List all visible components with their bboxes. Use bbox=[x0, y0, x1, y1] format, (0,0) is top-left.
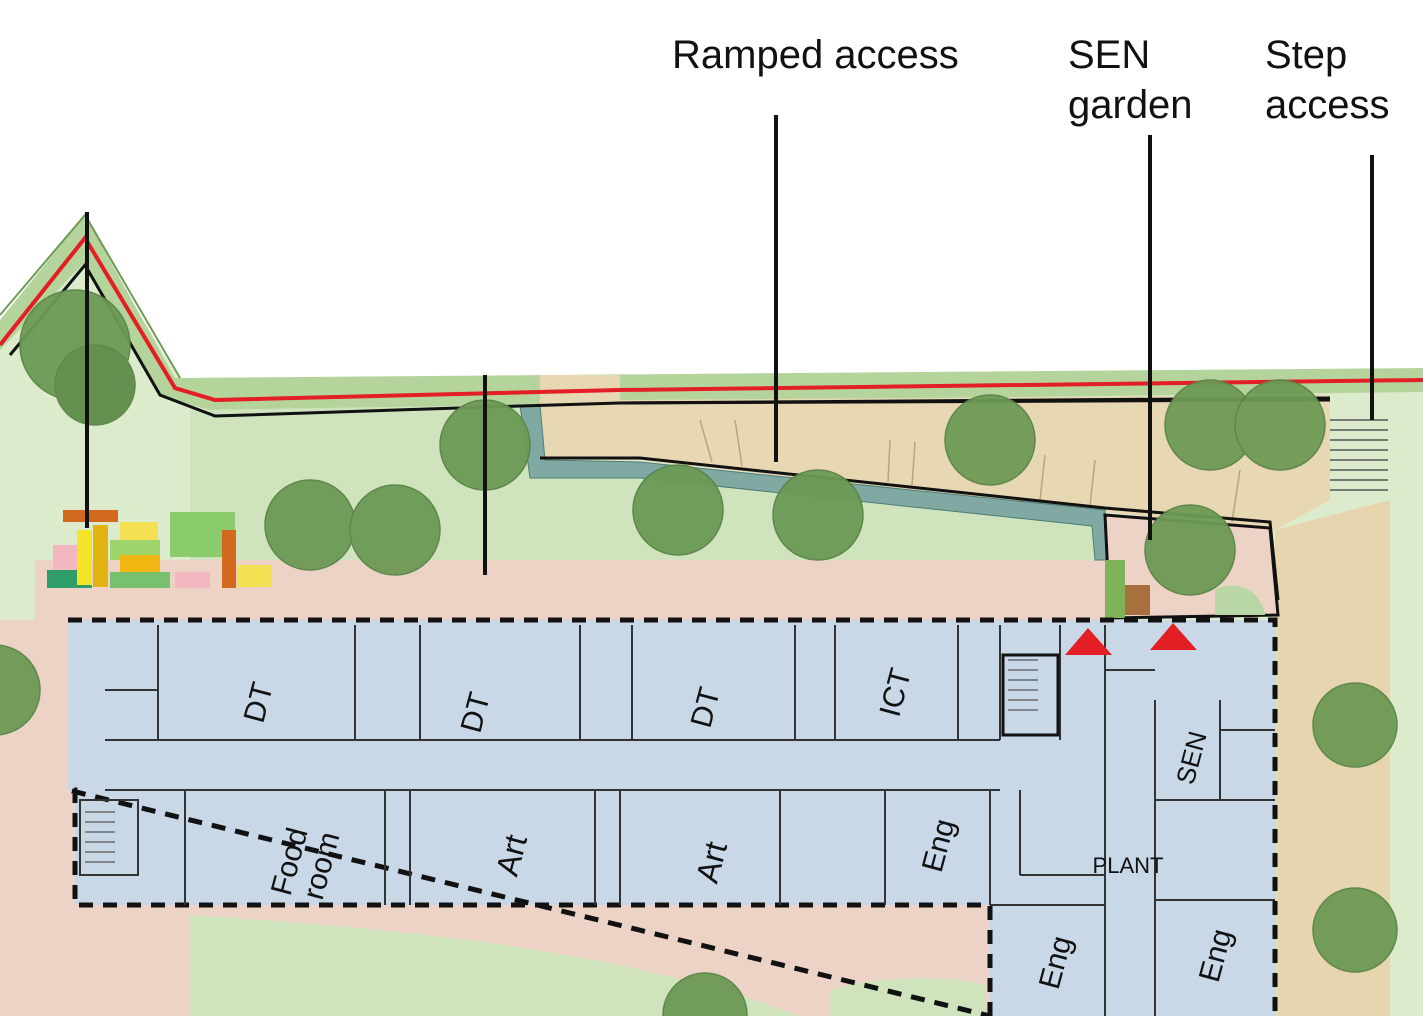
play-area-blocks bbox=[47, 510, 272, 588]
trees bbox=[0, 289, 1398, 1016]
callout-ramped-access: Ramped access bbox=[672, 33, 959, 77]
room-label-plant: PLANT bbox=[1093, 853, 1164, 878]
callout-sen-garden: SEN garden bbox=[1068, 33, 1193, 127]
callout-step-access: Step access bbox=[1265, 33, 1390, 127]
entrance-marker bbox=[1150, 623, 1197, 650]
building-footprint bbox=[67, 617, 1278, 1016]
callout-leaders bbox=[85, 115, 1374, 575]
entrance-marker bbox=[1065, 628, 1112, 655]
room-label-food-room: Food room bbox=[265, 816, 348, 907]
entrance-markers bbox=[1065, 623, 1197, 655]
